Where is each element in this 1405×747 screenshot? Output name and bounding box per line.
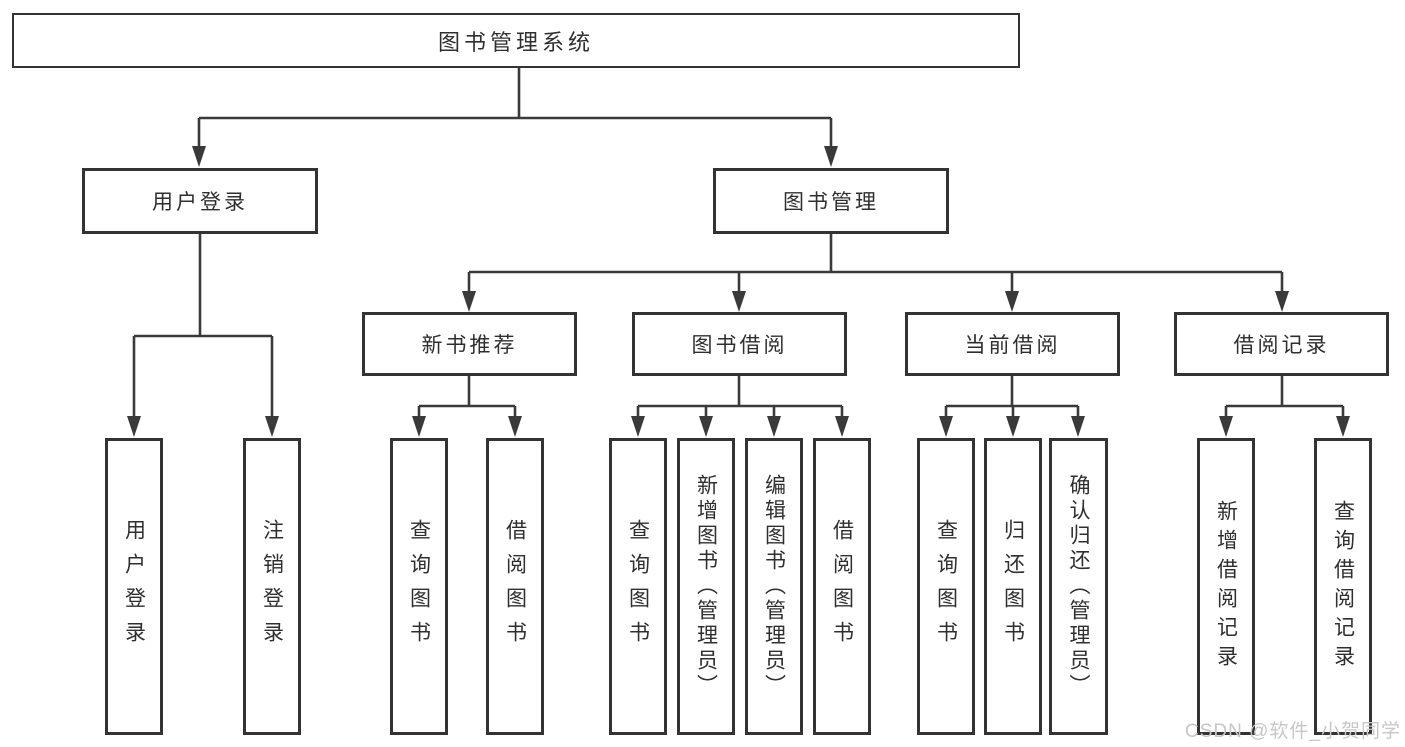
leaf-add-books-admin-label: 新增图书（管理员） bbox=[694, 474, 718, 699]
arrowhead bbox=[1071, 416, 1085, 437]
wire-user-login-children bbox=[132, 234, 274, 431]
arrowhead bbox=[699, 416, 713, 437]
leaf-edit-books-admin: 编辑图书（管理员） bbox=[745, 438, 803, 735]
leaf-borrow-books-label: 借阅图书 bbox=[503, 518, 527, 655]
leaf-add-borrow-record-label: 新增借阅记录 bbox=[1214, 499, 1238, 674]
wire-root-to-level2 bbox=[197, 68, 833, 162]
arrowhead bbox=[767, 416, 781, 437]
arrowhead bbox=[412, 416, 426, 437]
leaf-query-borrow-record-label: 查询借阅记录 bbox=[1331, 499, 1355, 674]
leaf-user-login-label: 用户登录 bbox=[122, 518, 146, 655]
arrowhead bbox=[127, 416, 141, 437]
node-current-borrow: 当前借阅 bbox=[905, 312, 1120, 376]
leaf-query-books-2: 查询图书 bbox=[609, 438, 667, 735]
wire-book-mgmt-groups bbox=[467, 234, 1284, 306]
leaf-query-borrow-record: 查询借阅记录 bbox=[1314, 438, 1372, 735]
leaf-return-books: 归还图书 bbox=[984, 438, 1042, 735]
leaf-user-login: 用户登录 bbox=[105, 438, 163, 735]
leaf-borrow-books: 借阅图书 bbox=[486, 438, 544, 735]
leaf-logout: 注销登录 bbox=[243, 438, 301, 735]
node-book-borrow: 图书借阅 bbox=[632, 312, 847, 376]
arrowhead bbox=[462, 291, 476, 312]
arrowhead bbox=[824, 146, 838, 167]
watermark: CSDN @软件_小贺同学 bbox=[1185, 721, 1401, 742]
leaf-confirm-return-admin-label: 确认归还（管理员） bbox=[1067, 474, 1090, 699]
arrowhead bbox=[631, 416, 645, 437]
leaf-logout-label: 注销登录 bbox=[260, 518, 284, 655]
leaf-borrow-books-2-label: 借阅图书 bbox=[830, 518, 854, 655]
leaf-query-books-3-label: 查询图书 bbox=[934, 518, 958, 655]
node-new-book-recommend: 新书推荐 bbox=[362, 312, 577, 376]
arrowhead bbox=[1005, 291, 1019, 312]
arrowhead bbox=[1219, 416, 1233, 437]
leaf-query-books: 查询图书 bbox=[390, 438, 448, 735]
wire-group0-children bbox=[417, 376, 517, 431]
leaf-borrow-books-2: 借阅图书 bbox=[813, 438, 871, 735]
wire-group3-children bbox=[1224, 376, 1345, 431]
arrowhead bbox=[508, 416, 522, 437]
leaf-add-borrow-record: 新增借阅记录 bbox=[1197, 438, 1255, 735]
arrowhead bbox=[1275, 291, 1289, 312]
wire-group1-children bbox=[636, 376, 844, 431]
arrowhead bbox=[1336, 416, 1350, 437]
leaf-query-books-3: 查询图书 bbox=[917, 438, 975, 735]
leaf-query-books-2-label: 查询图书 bbox=[626, 518, 650, 655]
leaf-confirm-return-admin: 确认归还（管理员） bbox=[1049, 438, 1108, 735]
arrowhead bbox=[939, 416, 953, 437]
node-user-login: 用户登录 bbox=[82, 168, 318, 234]
node-book-management: 图书管理 bbox=[713, 168, 949, 234]
leaf-edit-books-admin-label: 编辑图书（管理员） bbox=[762, 474, 786, 699]
leaf-return-books-label: 归还图书 bbox=[1001, 518, 1025, 655]
arrowhead bbox=[732, 291, 746, 312]
leaf-query-books-label: 查询图书 bbox=[407, 518, 431, 655]
arrowhead bbox=[265, 416, 279, 437]
node-borrow-records: 借阅记录 bbox=[1174, 312, 1389, 376]
arrowhead bbox=[835, 416, 849, 437]
arrowhead bbox=[192, 146, 206, 167]
node-library-management-system: 图书管理系统 bbox=[12, 13, 1020, 68]
leaf-add-books-admin: 新增图书（管理员） bbox=[677, 438, 735, 735]
arrowhead bbox=[1006, 416, 1020, 437]
